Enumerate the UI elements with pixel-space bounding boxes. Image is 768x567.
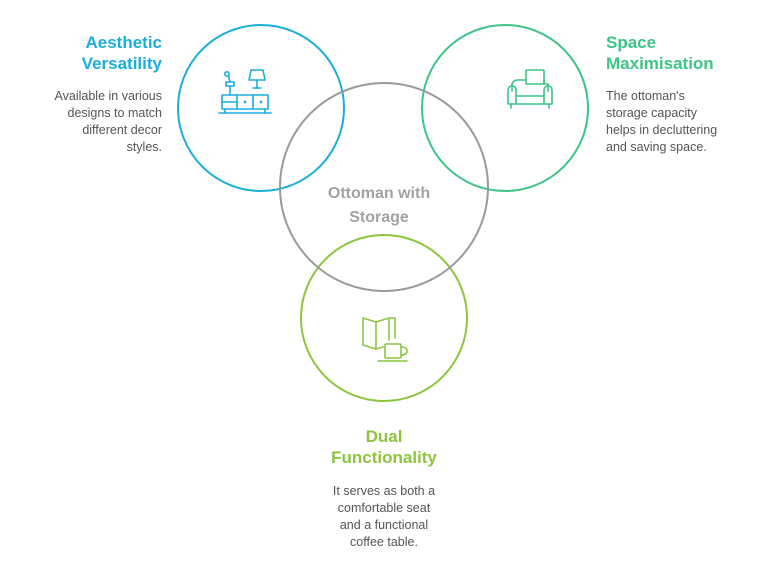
dual-title-line1: Dual — [365, 427, 403, 446]
dual-desc-line: comfortable seat — [337, 501, 431, 515]
sofa-icon — [507, 69, 553, 109]
space-desc-line: and saving space. — [606, 140, 707, 154]
space-circle — [421, 24, 589, 192]
dual-desc-line: coffee table. — [350, 535, 418, 549]
dual-circle — [300, 234, 468, 402]
center-circle — [279, 82, 489, 292]
dual-title-line2: Functionality — [331, 448, 437, 467]
aesthetic-desc-line: different decor — [82, 123, 162, 137]
space-desc-line: The ottoman's — [606, 89, 685, 103]
space-desc-line: storage capacity — [606, 106, 698, 120]
aesthetic-desc-line: Available in various — [54, 89, 162, 103]
space-title: Space Maximisation — [606, 32, 756, 74]
aesthetic-title: Aesthetic Versatility — [20, 32, 162, 74]
dual-desc-line: It serves as both a — [332, 484, 436, 498]
dual-desc-line: and a functional — [339, 518, 429, 532]
aesthetic-title-line2: Versatility — [81, 54, 162, 73]
dual-description: It serves as both a comfortable seat and… — [284, 483, 484, 551]
furniture-icon — [218, 69, 272, 114]
space-desc-line: helps in decluttering — [606, 123, 718, 137]
aesthetic-description: Available in various designs to match di… — [10, 88, 162, 156]
space-description: The ottoman's storage capacity helps in … — [606, 88, 761, 156]
center-label-line2: Storage — [349, 209, 409, 226]
aesthetic-circle — [177, 24, 345, 192]
aesthetic-title-line1: Aesthetic — [85, 33, 162, 52]
dual-title: Dual Functionality — [284, 426, 484, 468]
center-label: Ottoman with Storage — [296, 182, 462, 230]
aesthetic-desc-line: designs to match — [67, 106, 163, 120]
space-title-line1: Space — [606, 33, 657, 52]
center-label-line1: Ottoman with — [327, 185, 431, 202]
space-title-line2: Maximisation — [606, 54, 714, 73]
aesthetic-desc-line: styles. — [126, 140, 162, 154]
book-and-cup-icon — [362, 317, 408, 362]
